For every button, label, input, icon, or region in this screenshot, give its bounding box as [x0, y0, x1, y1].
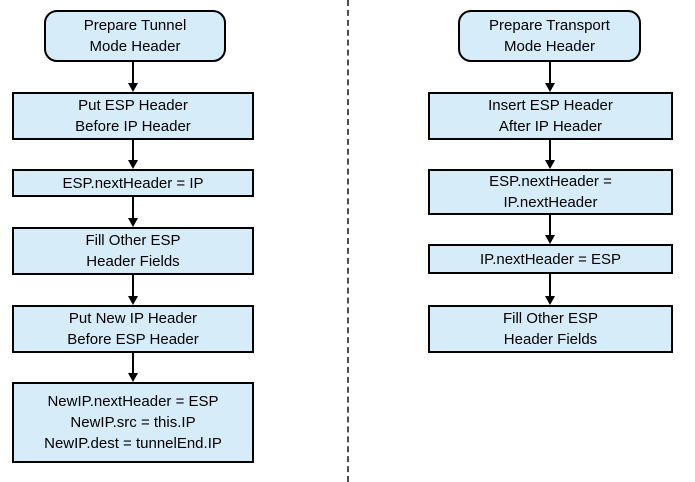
flow-node-fill-other-esp-header-fields-tunnel: Fill Other ESP Header Fields [12, 227, 254, 275]
flow-node-esp-nextheader-equals-ip-nextheader: ESP.nextHeader = IP.nextHeader [428, 169, 673, 215]
arrow-down-icon [127, 140, 139, 169]
flow-node-ip-nextheader-equals-esp: IP.nextHeader = ESP [428, 244, 673, 274]
arrow-down-icon [127, 197, 139, 227]
arrow-down-icon [127, 62, 139, 92]
flow-node-prepare-transport-mode-header: Prepare Transport Mode Header [458, 10, 641, 62]
flow-node-prepare-tunnel-mode-header: Prepare Tunnel Mode Header [44, 10, 226, 62]
flow-node-put-new-ip-header-before-esp-header: Put New IP Header Before ESP Header [12, 305, 254, 353]
arrow-down-icon [544, 140, 556, 169]
flow-node-newip-assignments: NewIP.nextHeader = ESP NewIP.src = this.… [12, 382, 254, 463]
dashed-divider-line [347, 0, 349, 482]
flow-node-put-esp-header-before-ip-header: Put ESP Header Before IP Header [12, 92, 254, 140]
arrow-down-icon [544, 274, 556, 305]
arrow-down-icon [544, 215, 556, 244]
arrow-down-icon [544, 62, 556, 92]
flow-node-fill-other-esp-header-fields-transport: Fill Other ESP Header Fields [428, 305, 673, 353]
arrow-down-icon [127, 353, 139, 382]
arrow-down-icon [127, 275, 139, 305]
flow-node-esp-nextheader-equals-ip: ESP.nextHeader = IP [12, 169, 254, 197]
flow-node-insert-esp-header-after-ip-header: Insert ESP Header After IP Header [428, 92, 673, 140]
